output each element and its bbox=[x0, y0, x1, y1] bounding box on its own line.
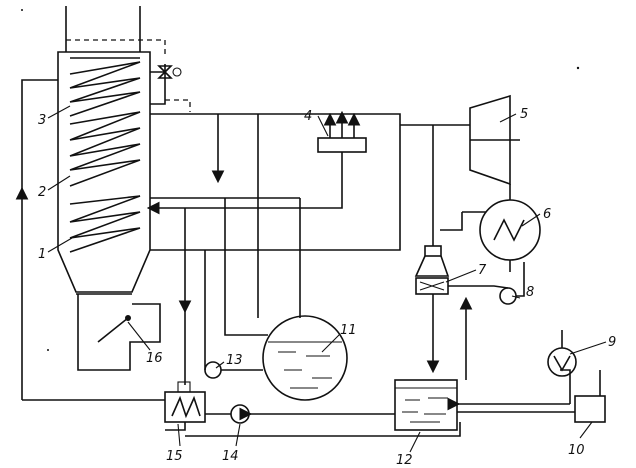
unit-10 bbox=[574, 370, 606, 423]
label-3: 3 bbox=[38, 113, 46, 128]
label-6: 6 bbox=[543, 207, 551, 222]
condenser-6 bbox=[440, 199, 541, 272]
drum-11 bbox=[262, 315, 348, 401]
ejector-7 bbox=[414, 125, 450, 295]
pump-13 bbox=[204, 361, 263, 379]
control-valve bbox=[150, 64, 191, 112]
pump-8 bbox=[448, 262, 525, 305]
consumer-4 bbox=[146, 110, 367, 215]
label-8: 8 bbox=[526, 285, 534, 300]
steam-line bbox=[150, 113, 401, 125]
label-1: 1 bbox=[38, 247, 46, 262]
label-4: 4 bbox=[304, 109, 312, 124]
label-15: 15 bbox=[166, 449, 183, 464]
turbine-5 bbox=[469, 94, 520, 200]
label-13: 13 bbox=[226, 353, 243, 368]
tank-12 bbox=[394, 379, 458, 431]
boiler-column bbox=[57, 6, 166, 293]
evaporator-coil-1 bbox=[69, 195, 141, 253]
label-12: 12 bbox=[396, 453, 413, 468]
label-11: 11 bbox=[340, 323, 357, 338]
label-16: 16 bbox=[146, 351, 163, 366]
superheater-coil-3 bbox=[69, 61, 141, 117]
bottom-return bbox=[185, 422, 461, 437]
pump-14 bbox=[205, 404, 395, 424]
feed-line-to-column bbox=[21, 79, 58, 196]
label-5: 5 bbox=[520, 107, 528, 122]
line-to-9 bbox=[560, 369, 571, 404]
label-2: 2 bbox=[38, 185, 46, 200]
furnace-16 bbox=[76, 293, 161, 371]
heat-exchanger-15 bbox=[164, 381, 206, 431]
line-250 bbox=[150, 125, 401, 251]
label-9: 9 bbox=[608, 335, 616, 350]
drum-feed bbox=[224, 198, 268, 336]
label-14: 14 bbox=[222, 449, 239, 464]
label-7: 7 bbox=[478, 263, 487, 278]
economizer-coil-2 bbox=[69, 111, 141, 187]
cooler-9 bbox=[547, 330, 577, 377]
label-10: 10 bbox=[568, 443, 585, 458]
